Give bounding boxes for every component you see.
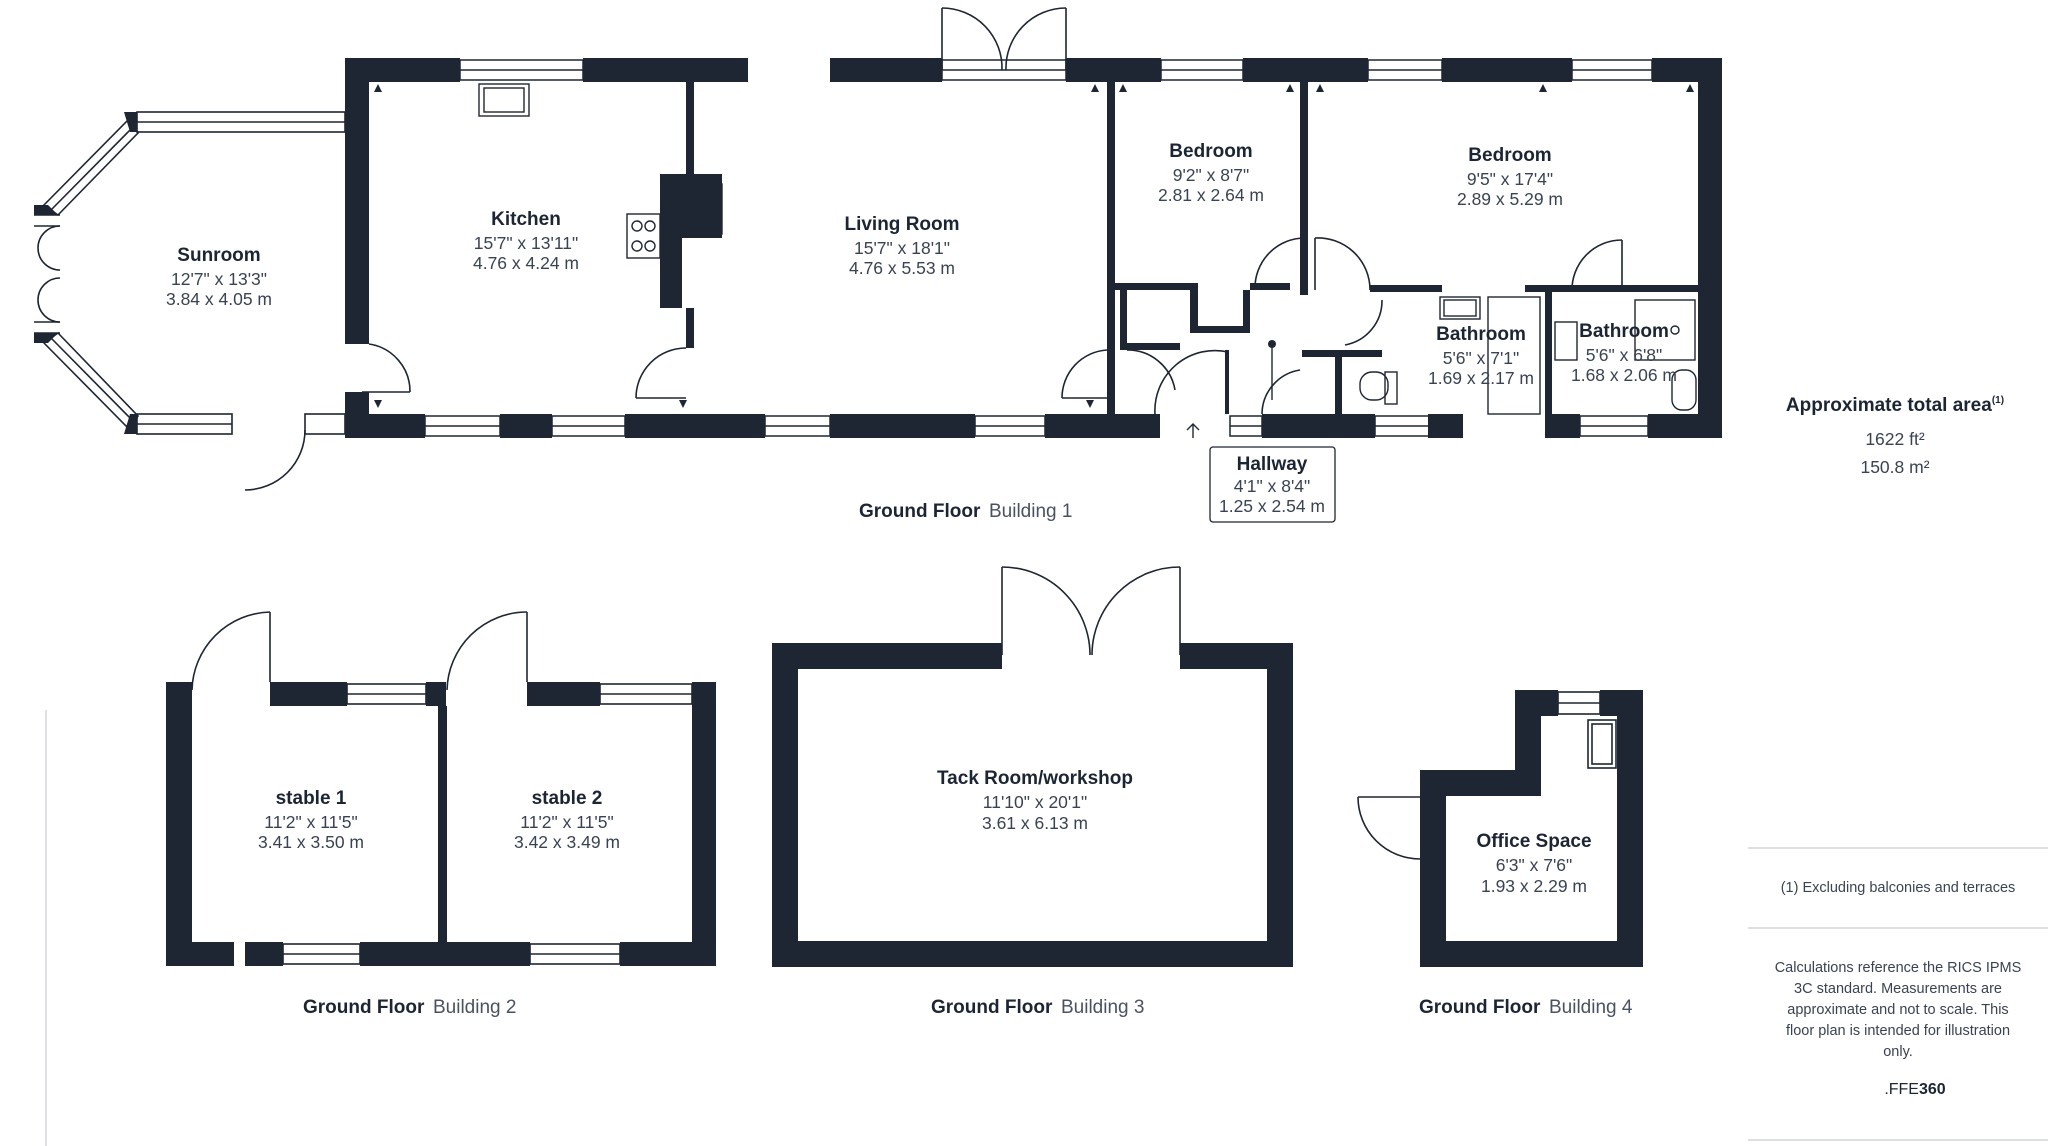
building-3-walls (772, 643, 1293, 967)
room-imp-bathroom-2: 5'6" x 6'8" (1586, 345, 1663, 365)
room-imp-stable-1: 11'2" x 11'5" (264, 812, 357, 832)
room-met-stable-1: 3.41 x 3.50 m (258, 832, 364, 852)
caption-b2-building: Building 2 (433, 997, 516, 1018)
room-imp-bedroom-2: 9'5" x 17'4" (1467, 169, 1553, 189)
room-name-sunroom: Sunroom (177, 245, 260, 266)
fixtures-building-1 (478, 83, 1697, 415)
room-met-tack-room: 3.61 x 6.13 m (982, 813, 1088, 833)
caption-b4-building: Building 4 (1549, 997, 1633, 1018)
building-1-windows (424, 59, 1653, 437)
room-met-kitchen: 4.76 x 4.24 m (473, 253, 579, 273)
corner-markers (374, 84, 1694, 408)
room-imp-sunroom: 12'7" x 13'3" (171, 269, 267, 289)
area-summary: Approximate total area(1) 1622 ft² 150.8… (1775, 395, 2022, 1098)
sunroom-outline (34, 111, 346, 491)
room-imp-kitchen: 15'7" x 13'11" (474, 233, 578, 253)
room-imp-bathroom-1: 5'6" x 7'1" (1443, 348, 1520, 368)
room-name-stable-2: stable 2 (532, 788, 603, 809)
building-1-walls (345, 58, 1722, 438)
footnote: (1) Excluding balconies and terraces (1781, 880, 2016, 896)
room-met-bedroom-1: 2.81 x 2.64 m (1158, 185, 1264, 205)
disclaimer-line-5: only. (1883, 1044, 1913, 1060)
disclaimer-line-3: approximate and not to scale. This (1787, 1002, 2008, 1018)
building-2-windows-doors (191, 611, 693, 965)
room-name-bathroom-1: Bathroom (1436, 324, 1526, 345)
room-name-bathroom-2: Bathroom (1579, 321, 1669, 342)
room-met-bedroom-2: 2.89 x 5.29 m (1457, 189, 1563, 209)
room-met-living: 4.76 x 5.53 m (849, 258, 955, 278)
caption-b3-building: Building 3 (1061, 997, 1144, 1018)
room-met-stable-2: 3.42 x 3.49 m (514, 832, 620, 852)
caption-b2-floor: Ground Floor (303, 997, 425, 1018)
room-name-hallway: Hallway (1237, 454, 1308, 475)
room-met-office: 1.93 x 2.29 m (1481, 876, 1587, 896)
disclaimer-line-4: floor plan is intended for illustration (1786, 1023, 2010, 1039)
building-4-walls (1420, 690, 1643, 967)
room-name-office: Office Space (1476, 831, 1591, 852)
ffe360-logo: .FFE360 (1884, 1081, 1945, 1098)
room-name-living: Living Room (844, 214, 959, 235)
disclaimer-line-1: Calculations reference the RICS IPMS (1775, 960, 2022, 976)
room-met-hallway: 1.25 x 2.54 m (1219, 496, 1325, 516)
entrance-arrow (1186, 423, 1200, 438)
room-imp-bedroom-1: 9'2" x 8'7" (1173, 165, 1250, 185)
room-imp-tack-room: 11'10" x 20'1" (983, 792, 1087, 812)
room-met-sunroom: 3.84 x 4.05 m (166, 289, 272, 309)
room-imp-living: 15'7" x 18'1" (854, 238, 950, 258)
room-name-bedroom-1: Bedroom (1169, 141, 1252, 162)
building-1-doors (362, 7, 1623, 415)
room-imp-stable-2: 11'2" x 11'5" (520, 812, 613, 832)
hallway-label-box (1209, 446, 1336, 523)
building-3-doors (1001, 566, 1181, 656)
room-imp-office: 6'3" x 7'6" (1496, 855, 1573, 875)
total-area-imperial: 1622 ft² (1865, 429, 1925, 449)
total-area-metric: 150.8 m² (1860, 457, 1929, 477)
room-name-bedroom-2: Bedroom (1468, 145, 1551, 166)
sunroom-corners (34, 112, 137, 434)
room-labels: Sunroom 12'7" x 13'3" 3.84 x 4.05 m Kitc… (166, 141, 1677, 896)
caption-b1-floor: Ground Floor (859, 501, 981, 522)
building-4-details (1357, 691, 1617, 860)
building-2-walls (166, 682, 716, 966)
room-name-kitchen: Kitchen (491, 209, 561, 230)
disclaimer-line-2: 3C standard. Measurements are (1794, 981, 2002, 997)
room-name-stable-1: stable 1 (276, 788, 347, 809)
total-area-title: Approximate total area(1) (1786, 395, 2004, 416)
caption-b4-floor: Ground Floor (1419, 997, 1541, 1018)
room-name-tack-room: Tack Room/workshop (937, 768, 1133, 789)
room-met-bathroom-1: 1.69 x 2.17 m (1428, 368, 1534, 388)
floor-captions: Ground Floor Building 1 Ground Floor Bui… (303, 501, 1633, 1018)
caption-b3-floor: Ground Floor (931, 997, 1053, 1018)
room-imp-hallway: 4'1" x 8'4" (1234, 476, 1311, 496)
room-met-bathroom-2: 1.68 x 2.06 m (1571, 365, 1677, 385)
caption-b1-building: Building 1 (989, 501, 1072, 522)
